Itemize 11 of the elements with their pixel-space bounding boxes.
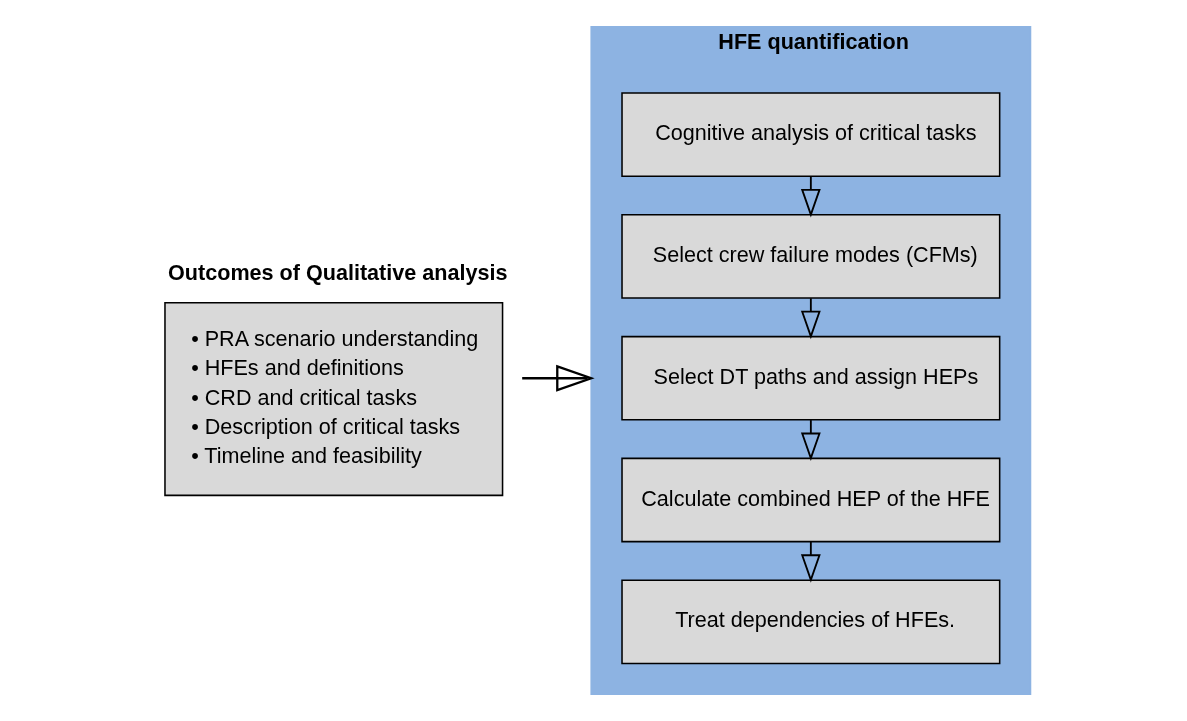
arrow [800, 540, 821, 583]
node-box: Calculate combined HEP of the HFE [621, 457, 1001, 543]
node-box: Treat dependencies of HFEs. [621, 579, 1001, 665]
arrow [800, 175, 821, 218]
arrow [800, 297, 821, 340]
node-box: Select DT paths and assign HEPs [621, 335, 1001, 421]
node-box: Select crew failure modes (CFMs) [621, 214, 1001, 299]
arrow [522, 364, 595, 392]
node-box: Cognitive analysis of critical tasks [621, 92, 1001, 178]
node-label: Outcomes of Qualitative analysis [168, 259, 508, 285]
arrow [800, 419, 821, 461]
